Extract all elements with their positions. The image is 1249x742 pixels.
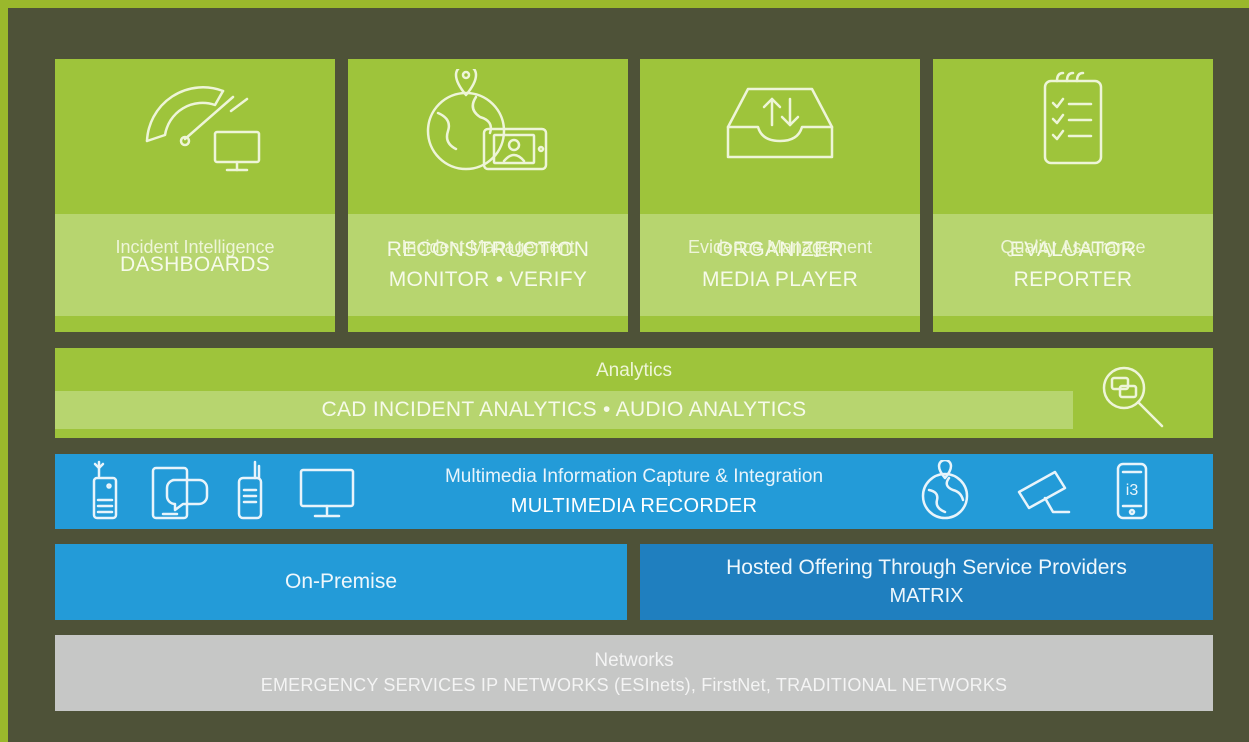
- column-title: Incident Management: [401, 237, 575, 257]
- globe-pin-icon: [921, 460, 969, 520]
- features-band: ORGANIZER MEDIA PLAYER: [640, 214, 920, 316]
- networks-title: Networks: [594, 650, 674, 671]
- hosted-subtitle: MATRIX: [889, 585, 964, 607]
- capture-title: Multimedia Information Capture & Integra…: [444, 466, 824, 487]
- analytics-layer: Analytics CAD INCIDENT ANALYTICS • AUDIO…: [55, 348, 1213, 438]
- feature-line: EVALUATOR: [1009, 238, 1137, 261]
- capture-subtitle: MULTIMEDIA RECORDER: [510, 495, 758, 517]
- hosted-title: Hosted Offering Through Service Provider…: [726, 556, 1127, 579]
- column-title: Evidence Management: [687, 237, 873, 257]
- features-band: DASHBOARDS: [55, 214, 335, 316]
- column-quality-assurance: EVALUATOR REPORTER Quality Assurance: [933, 59, 1213, 332]
- column-incident-management: RECONSTRUCTION MONITOR • VERIFY Incident…: [348, 59, 628, 332]
- analytics-items: CAD INCIDENT ANALYTICS • AUDIO ANALYTICS: [55, 391, 1073, 429]
- tablet-chat-icon: [151, 466, 209, 520]
- gauge-monitor-icon: [145, 86, 261, 172]
- security-camera-icon: [1017, 470, 1071, 514]
- column-title: Incident Intelligence: [115, 237, 275, 257]
- features-band: RECONSTRUCTION MONITOR • VERIFY: [348, 214, 628, 316]
- networks-subtitle: EMERGENCY SERVICES IP NETWORKS (ESInets)…: [260, 675, 1008, 695]
- i3-phone-icon: i3: [1116, 462, 1148, 520]
- feature-line: RECONSTRUCTION: [386, 238, 590, 261]
- on-premise-box: On-Premise: [55, 544, 627, 620]
- column-incident-intelligence: DASHBOARDS Incident Intelligence: [55, 59, 335, 332]
- magnifier-chat-icon: [1102, 366, 1164, 428]
- capture-layer: Multimedia Information Capture & Integra…: [55, 454, 1213, 529]
- inbox-transfer-icon: [726, 87, 834, 159]
- feature-line: REPORTER: [1013, 268, 1133, 291]
- feature-line: MEDIA PLAYER: [701, 268, 859, 291]
- globe-pin-video-icon: [426, 69, 548, 171]
- handheld-radio-icon: [237, 460, 263, 520]
- feature-line: DASHBOARDS: [119, 253, 271, 276]
- emergency-radio-icon: [92, 460, 118, 520]
- feature-line: MONITOR • VERIFY: [388, 268, 588, 291]
- hosted-box: Hosted Offering Through Service Provider…: [640, 544, 1213, 620]
- column-title: Quality Assurance: [1000, 237, 1146, 257]
- feature-line: ORGANIZER: [716, 238, 844, 261]
- monitor-icon: [299, 468, 355, 518]
- analytics-title: Analytics: [595, 360, 673, 381]
- checklist-clipboard-icon: [1043, 71, 1103, 165]
- i3-label: i3: [1126, 482, 1139, 499]
- networks-layer: Networks EMERGENCY SERVICES IP NETWORKS …: [55, 635, 1213, 711]
- features-band: EVALUATOR REPORTER: [933, 214, 1213, 316]
- column-evidence-management: ORGANIZER MEDIA PLAYER Evidence Manageme…: [640, 59, 920, 332]
